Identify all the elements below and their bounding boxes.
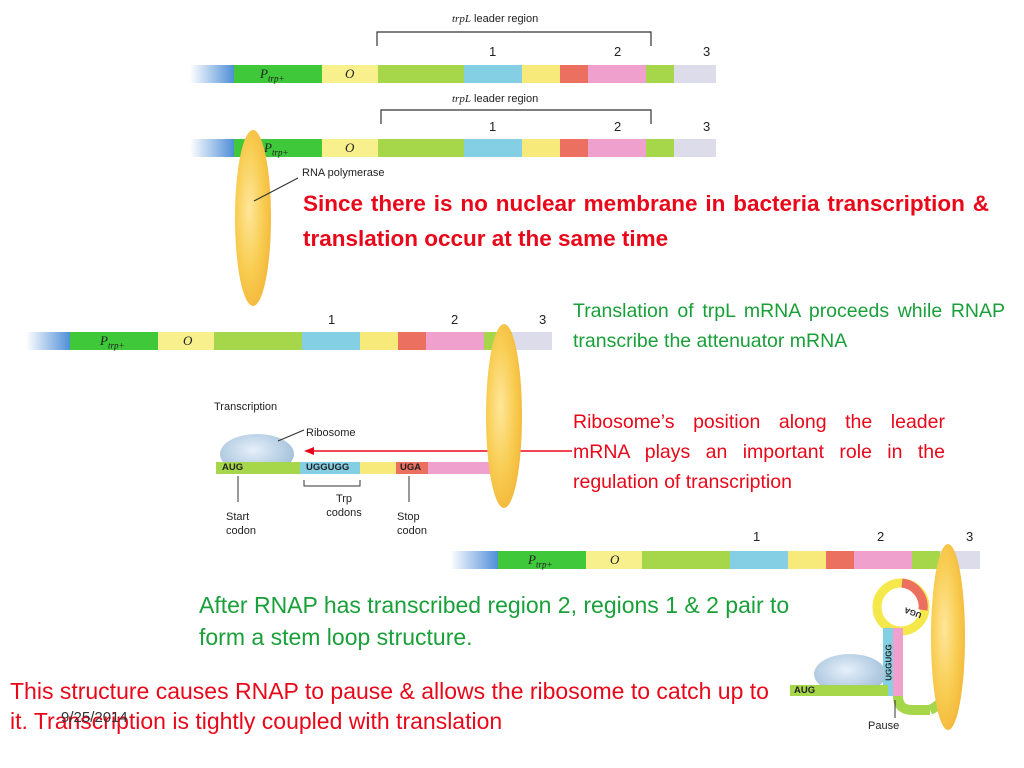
uggugg-label: UGGUGG — [306, 462, 350, 473]
pause-mrna-strip: AUG — [790, 685, 888, 696]
stop-codon-label: Stop codon — [397, 511, 427, 537]
ribosome-note: Ribosome’s position along the leader mRN… — [573, 411, 945, 493]
bottom-note: This structure causes RNAP to pause & al… — [10, 678, 769, 734]
operator-label-4: O — [610, 552, 620, 567]
leader-bracket — [376, 31, 652, 46]
rna-polymerase-1 — [235, 130, 271, 306]
promoter-label: Ptrp+ — [260, 66, 285, 84]
region-1-label: 1 — [489, 44, 497, 59]
pause-pointer-line — [894, 700, 896, 718]
codon-markers — [237, 476, 410, 502]
strip-2: trpL leader region 1 2 3 Ptrp+ O — [0, 0, 1024, 170]
promoter-label-4: Ptrp+ — [528, 552, 553, 570]
ribosome-label: Ribosome — [306, 427, 356, 439]
polymerase-pointer-line — [253, 177, 299, 202]
strip-1: trpL leader region 1 2 3 Ptrp+ O — [0, 0, 1024, 90]
slide-date: 9/25/2014 — [61, 709, 128, 726]
region-1-label-4: 1 — [753, 529, 761, 544]
stem-loop-panel: UGGUGG UGA AUG Pause — [790, 570, 990, 750]
rna-polymerase-2 — [486, 324, 522, 508]
pause-label: Pause — [868, 720, 900, 732]
operator-label-2: O — [345, 140, 355, 155]
region-2-label-4: 2 — [877, 529, 885, 544]
region-3-label-2: 3 — [703, 119, 711, 134]
rna-polymerase-label: RNA polymerase — [302, 167, 385, 179]
mrna-strip: AUG UGGUGG UGA — [216, 462, 496, 474]
stem-uggugg-label: UGGUGG — [884, 644, 894, 681]
pause-aug-label: AUG — [794, 685, 816, 696]
region-3-label-4: 3 — [966, 529, 974, 544]
region-3-label-3: 3 — [539, 312, 547, 327]
promoter-label-3: Ptrp+ — [100, 333, 125, 351]
dna-strip-4: Ptrp+ O — [450, 551, 980, 570]
trp-codons-label: Trp codons — [326, 493, 362, 519]
dna-strip-3: Ptrp+ O — [26, 332, 552, 351]
region-2-label-3: 2 — [451, 312, 459, 327]
region-1-label-3: 1 — [328, 312, 336, 327]
operator-label-3: O — [183, 333, 193, 348]
operator-label: O — [345, 66, 355, 81]
aug-label: AUG — [222, 462, 244, 473]
translation-note: Translation of trpL mRNA proceeds while … — [573, 300, 1005, 352]
transcription-panel: Transcription Ribosome AUG UGGUGG UGA St… — [200, 398, 500, 548]
region-1-label-2: 1 — [489, 119, 497, 134]
uga-label: UGA — [400, 462, 422, 473]
stem-loop-note: After RNAP has transcribed region 2, reg… — [199, 592, 790, 650]
dna-strip: Ptrp+ O — [190, 65, 716, 84]
transcription-title: Transcription — [214, 401, 278, 413]
bracket-label: trpL leader region — [452, 13, 539, 25]
red-arrow — [304, 447, 572, 455]
strip-3: 1 2 3 Ptrp+ O — [0, 300, 570, 360]
region-2-label-2: 2 — [614, 119, 622, 134]
region-2-label: 2 — [614, 44, 622, 59]
leader-bracket-2 — [380, 109, 652, 124]
bracket-label-2: trpL leader region — [452, 93, 539, 105]
promoter-label-2: Ptrp+ — [264, 140, 289, 158]
start-codon-label: Start codon — [226, 511, 256, 537]
headline: Since there is no nuclear membrane in ba… — [303, 191, 989, 251]
dna-strip-2: Ptrp+ O — [190, 139, 716, 158]
ribosome-pointer-line — [277, 429, 305, 442]
strip-4: 1 2 3 Ptrp+ O — [450, 525, 1010, 575]
rna-polymerase-3 — [931, 544, 965, 730]
region-3-label: 3 — [703, 44, 711, 59]
